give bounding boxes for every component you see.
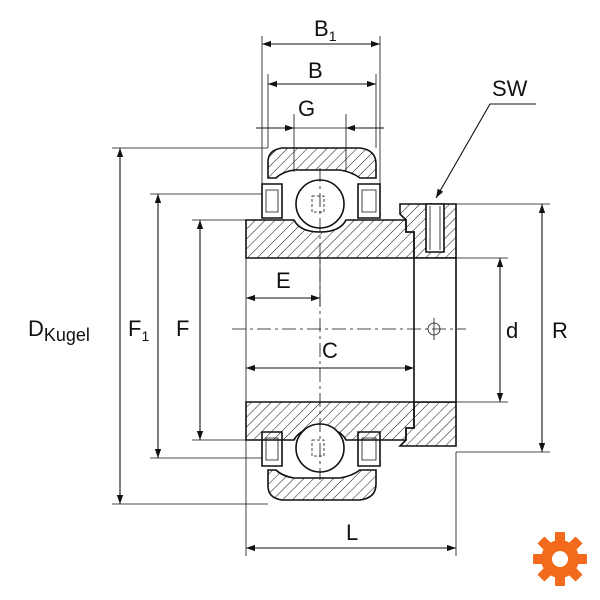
set-screw: [425, 203, 445, 253]
label-d: d: [506, 318, 518, 343]
label-c: C: [322, 338, 338, 363]
label-b: B: [308, 58, 323, 83]
label-g: G: [298, 96, 315, 121]
locking-collar-bottom: [398, 401, 457, 447]
seal-top-right: [357, 183, 381, 219]
center-lines: [232, 168, 466, 480]
outer-ring-top: [267, 147, 377, 179]
sw-leader: [435, 103, 536, 199]
label-f: F: [176, 316, 189, 341]
dimension-lines: [116, 40, 546, 552]
dimension-labels: B1 B G SW DKugel F1 F E C d R L: [28, 16, 568, 545]
bearing-section: [245, 147, 457, 501]
gear-icon: [533, 532, 587, 586]
label-f1: F1: [128, 316, 149, 344]
label-r: R: [552, 318, 568, 343]
label-sw: SW: [492, 76, 528, 101]
label-l: L: [346, 520, 358, 545]
outer-ring-bottom: [267, 469, 377, 501]
label-e: E: [276, 268, 291, 293]
seal-top-left: [261, 183, 283, 219]
label-b1: B1: [314, 16, 337, 44]
label-d-kugel: DKugel: [28, 316, 90, 345]
